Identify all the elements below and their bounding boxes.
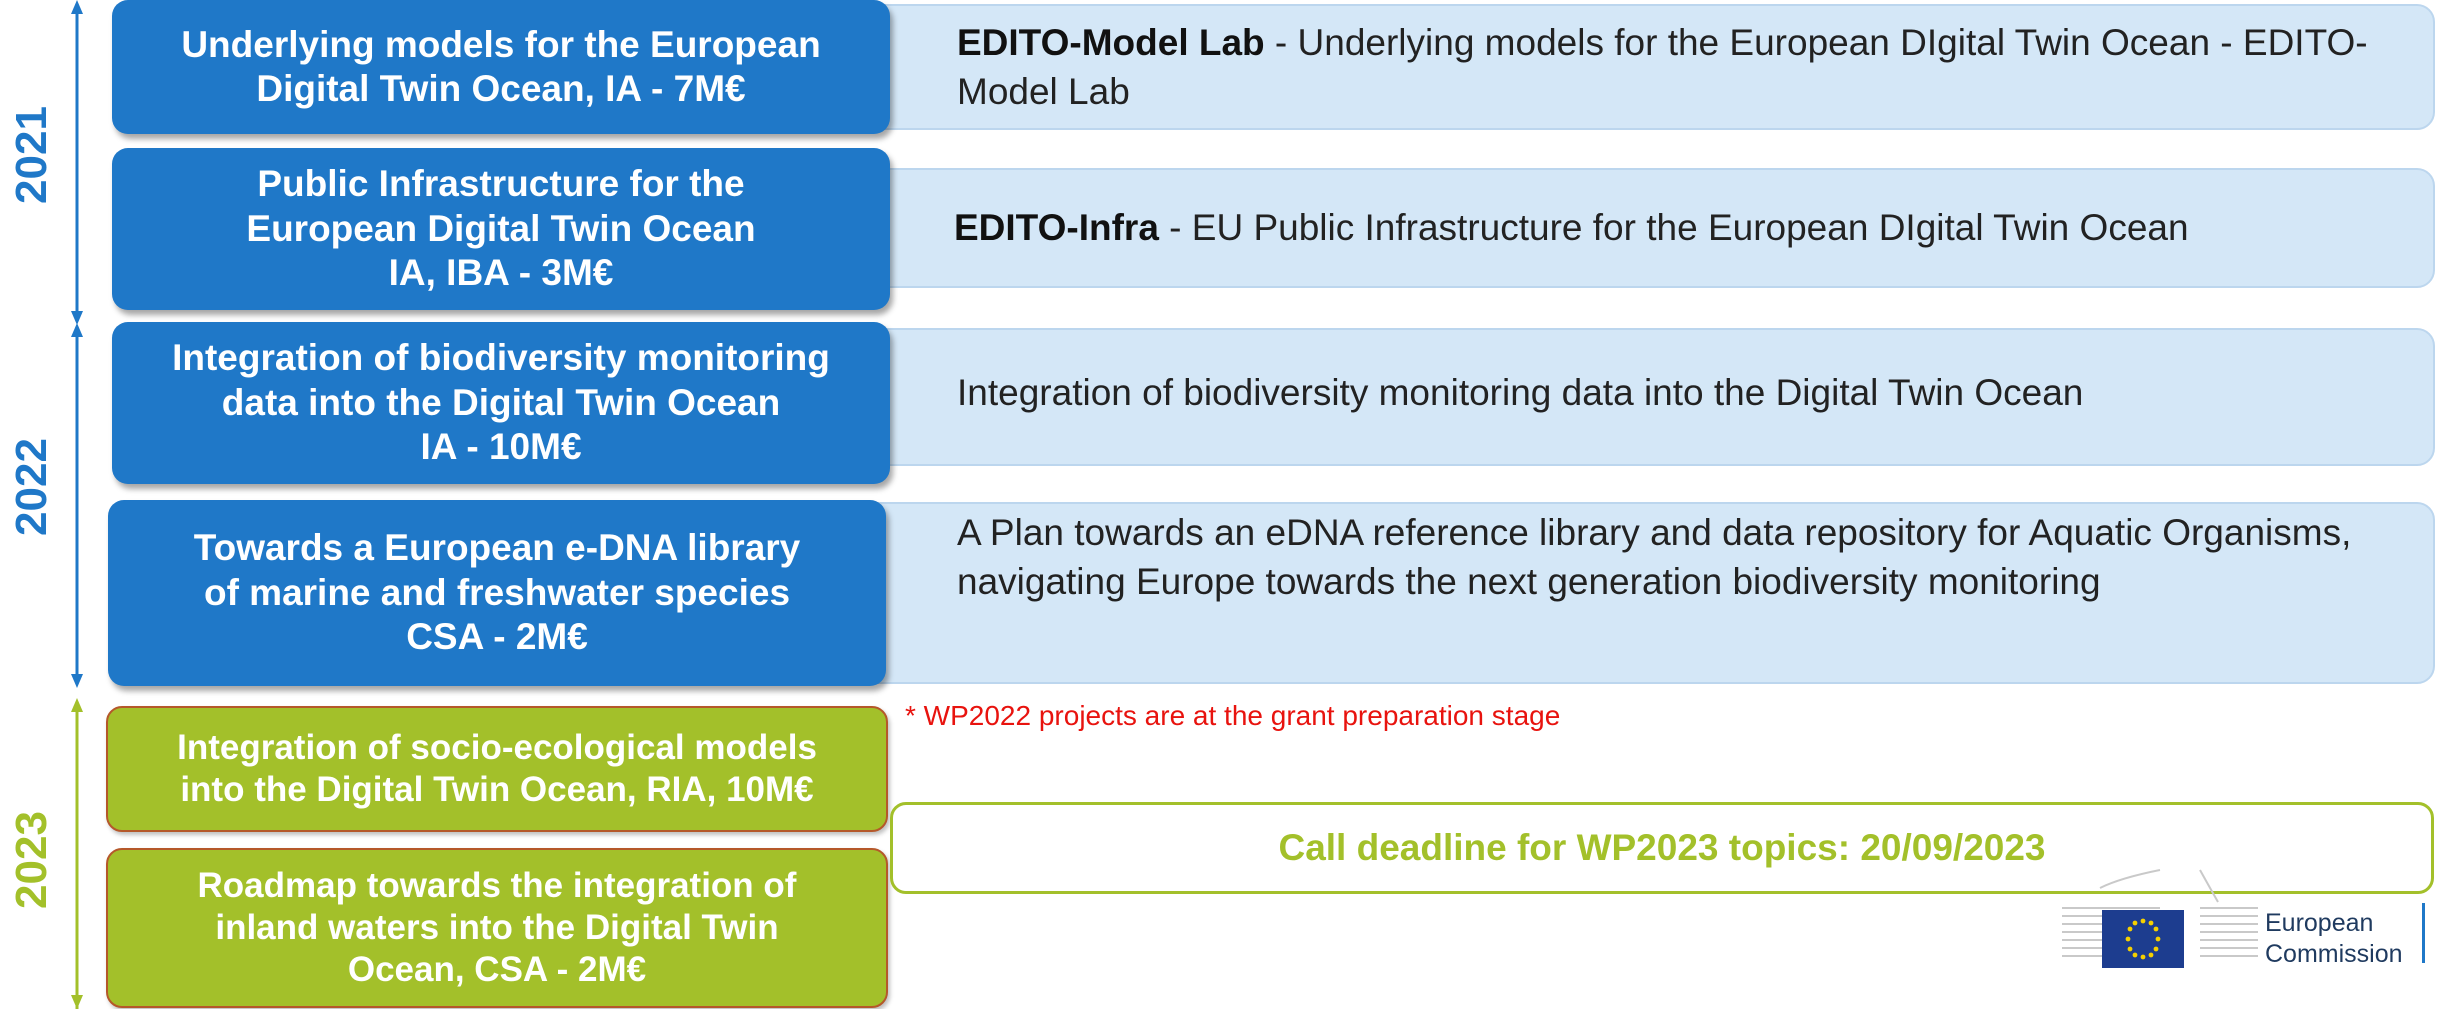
project-text: A Plan towards an eDNA reference library… [957,512,2352,603]
logo-accent-bar [2422,903,2425,963]
topic-text: Towards a European e-DNA library of mari… [193,527,801,658]
project-description-biodiversity: Integration of biodiversity monitoring d… [840,328,2435,466]
topic-text: Underlying models for the European Digit… [181,23,821,109]
topic-box-underlying-models: Underlying models for the European Digit… [112,0,890,134]
logo-line-european: European [2265,909,2374,937]
project-text: Integration of biodiversity monitoring d… [957,372,2084,413]
topic-box-public-infrastructure: Public Infrastructure for the European D… [112,148,890,310]
logo-line-commission: Commission [2265,940,2403,969]
topic-text: Public Infrastructure for the European D… [246,163,756,294]
year-label-2022: 2022 [7,438,56,536]
call-deadline-box: Call deadline for WP2023 topics: 20/09/2… [890,802,2434,894]
project-description-edito-model-lab: EDITO-Model Lab - Underlying models for … [840,4,2435,130]
project-description-edito-infra: EDITO-Infra - EU Public Infrastructure f… [840,168,2435,288]
topic-box-edna-library: Towards a European e-DNA library of mari… [108,500,886,686]
topic-box-inland-waters-roadmap: Roadmap towards the integration of inlan… [106,848,888,1008]
grant-preparation-note: * WP2022 projects are at the grant prepa… [905,700,1561,731]
year-label-2021: 2021 [7,106,56,204]
project-text: - EU Public Infrastructure for the Europ… [1158,207,2189,249]
topic-box-socio-ecological-models: Integration of socio-ecological models i… [106,706,888,832]
year-label-2023: 2023 [7,811,56,909]
timeline-arrow-2022 [71,323,83,688]
project-description-edna-plan: A Plan towards an eDNA reference library… [840,502,2435,684]
european-commission-logo [2062,869,2258,968]
timeline-arrow-2023 [71,698,83,1009]
timeline-arrow-2021 [71,0,83,325]
project-name: EDITO-Model Lab [957,21,1265,63]
topic-text: Integration of biodiversity monitoring d… [172,337,830,468]
project-name: EDITO-Infra [954,207,1159,249]
topic-box-biodiversity-monitoring: Integration of biodiversity monitoring d… [112,322,890,484]
topic-text: Roadmap towards the integration of inlan… [197,866,797,989]
topic-text: Integration of socio-ecological models i… [177,728,817,809]
call-deadline-text: Call deadline for WP2023 topics: 20/09/2… [1278,827,2046,868]
project-text: - Underlying models for the European DIg… [957,21,2368,112]
european-commission-wordmark: European Commission [2265,908,2403,971]
